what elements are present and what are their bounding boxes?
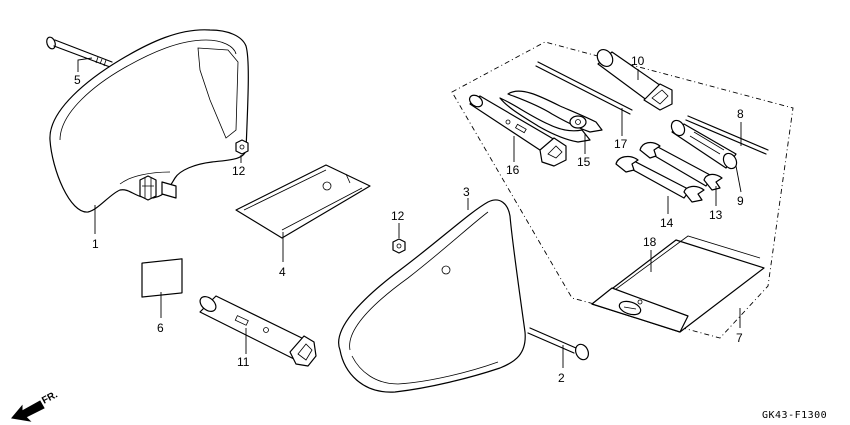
callout-12b: 12 [391, 209, 405, 223]
callout-13: 13 [709, 208, 723, 222]
wrench-part-13 [639, 141, 723, 191]
diagram-code: GK43-F1300 [762, 410, 827, 421]
callout-3: 3 [463, 185, 470, 199]
callout-11: 11 [237, 355, 250, 369]
nut-part-12a [235, 139, 249, 155]
plug-wrench-part-10 [596, 49, 673, 111]
callout-7: 7 [736, 331, 743, 345]
direction-label: FR. [40, 389, 60, 406]
bolt-part-5 [46, 36, 113, 68]
screwdriver-blade-part-8 [685, 115, 769, 155]
leader-lines [77, 57, 742, 368]
callout-1: 1 [92, 237, 99, 251]
callout-9: 9 [737, 194, 744, 208]
left-side-cover-part-1 [49, 29, 249, 213]
callout-8: 8 [737, 107, 744, 121]
callout-numbers: 1 2 3 4 5 6 7 8 9 10 11 12 12 13 14 15 1… [74, 54, 744, 385]
nut-part-12b [392, 238, 406, 254]
callout-15: 15 [577, 155, 591, 169]
right-side-cover-part-3 [338, 199, 526, 393]
front-direction-arrow: FR. [11, 389, 60, 422]
rod-part-17 [535, 61, 633, 115]
callout-16: 16 [506, 163, 520, 177]
callout-6: 6 [157, 321, 164, 335]
callout-18: 18 [643, 235, 657, 249]
bolt-part-2 [527, 327, 590, 361]
callout-5: 5 [74, 73, 81, 87]
wrench-part-14 [615, 155, 705, 203]
callout-10: 10 [631, 54, 645, 68]
pliers-part-15 [499, 90, 603, 143]
callout-17: 17 [614, 137, 628, 151]
screwdriver-handle-part-9 [670, 119, 738, 170]
tool-bag-part-18 [591, 235, 765, 333]
box-wrench-part-16 [468, 94, 567, 167]
tool-kit-boundary [451, 41, 794, 339]
callout-12a: 12 [232, 164, 246, 178]
tool-bag-part-4 [235, 164, 371, 239]
callout-2: 2 [558, 371, 565, 385]
callout-14: 14 [660, 216, 674, 230]
callout-4: 4 [279, 265, 286, 279]
label-part-6 [141, 258, 183, 298]
box-wrench-part-11 [199, 295, 317, 367]
